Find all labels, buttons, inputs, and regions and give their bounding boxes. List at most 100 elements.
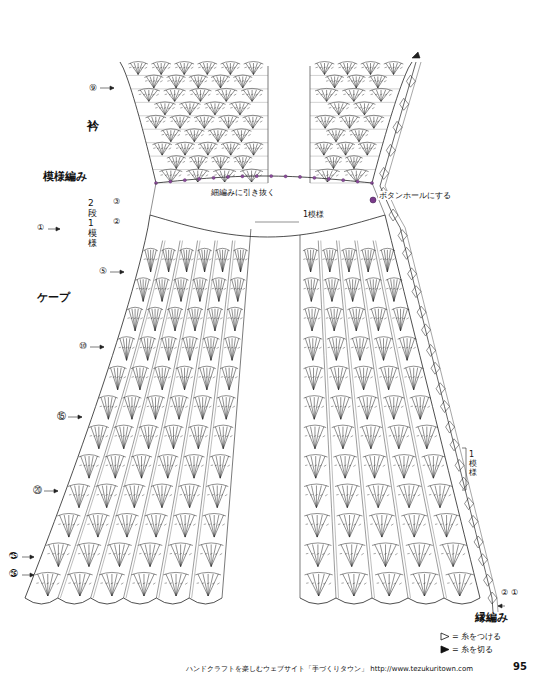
cape-fan (98, 515, 107, 537)
stitch-tick (384, 81, 386, 82)
stitch-tick (178, 134, 180, 135)
collar-fan (156, 117, 164, 128)
cape-fan (216, 279, 219, 301)
stitch-tick (326, 80, 328, 82)
cape-fan (208, 486, 217, 508)
cape-fan (312, 486, 317, 508)
stitch-tick (316, 94, 318, 96)
collar-fan (367, 144, 371, 155)
stitch-tick (67, 553, 69, 554)
stitch-tick (319, 147, 321, 149)
stitch-tick (199, 147, 201, 149)
stitch-tick (161, 288, 163, 289)
stitch-tick (161, 377, 163, 378)
cape-fan (307, 486, 317, 508)
cape-fan (130, 486, 134, 508)
stitch-tick (260, 94, 262, 95)
collar-fan (254, 144, 262, 155)
stitch-tick (353, 94, 355, 95)
scallop-edge (58, 598, 91, 604)
cape-fan (169, 250, 172, 272)
cape-fan (139, 574, 144, 596)
cape-fan (314, 397, 315, 419)
cape-fan (162, 368, 169, 390)
cape-fan (362, 427, 371, 449)
chain-arc (230, 278, 245, 281)
stitch-tick (114, 494, 116, 495)
collar-fan (356, 76, 360, 87)
cape-fan (190, 486, 199, 508)
collar-fan (253, 63, 261, 74)
stitch-tick (162, 406, 164, 407)
stitch-tick (147, 436, 149, 437)
cape-fan (404, 515, 414, 537)
stitch-tick (321, 94, 323, 96)
stitch-tick (361, 553, 363, 555)
collar-fan (177, 144, 185, 155)
stitch-tick (355, 107, 357, 109)
stitch-tick (207, 317, 209, 319)
stitch-tick (240, 318, 242, 319)
cape-fan (80, 574, 85, 596)
stitch-tick (52, 553, 54, 555)
stitch-tick (237, 67, 239, 68)
slip-stitch-dot (212, 176, 215, 179)
stitch-tick (375, 523, 377, 525)
cape-fan (97, 515, 98, 537)
stitch-tick (233, 175, 235, 176)
stitch-tick (128, 553, 130, 554)
cape-fan (404, 456, 409, 478)
collar-fan (349, 76, 356, 87)
stitch-tick (389, 94, 391, 95)
collar-fan (246, 63, 254, 74)
cape-fan (226, 397, 230, 419)
stitch-tick (142, 494, 144, 495)
stitch-tick (168, 67, 170, 68)
chain-arc (198, 62, 218, 65)
chain-arc (128, 62, 148, 65)
stitch-tick (119, 347, 121, 349)
stitch-tick (58, 523, 60, 525)
collar-fan (198, 171, 203, 182)
collar-fan (317, 63, 325, 74)
collar-fan (364, 103, 373, 114)
stitch-tick (219, 465, 221, 466)
stitch-tick (234, 94, 236, 95)
collar-fan (243, 157, 247, 168)
cape-fan (102, 574, 112, 596)
stitch-tick (339, 161, 341, 162)
collar-fan (317, 90, 326, 101)
stitch-tick (370, 523, 372, 524)
stitch-tick (193, 80, 195, 82)
stitch-tick (221, 259, 223, 260)
stitch-tick (328, 553, 330, 555)
cape-fan (128, 397, 132, 419)
stitch-tick (252, 67, 254, 68)
stitch-tick (167, 259, 169, 260)
collar-fan (367, 63, 371, 74)
stitch-tick (165, 174, 167, 176)
cape-fan (342, 486, 347, 508)
cape-fan (159, 279, 162, 301)
stitch-tick (187, 174, 189, 176)
stitch-tick (148, 94, 150, 95)
stitch-tick (346, 494, 348, 495)
stitch-tick (330, 148, 332, 149)
stitch-tick (77, 524, 79, 525)
collar-fan (192, 90, 201, 101)
cape-fan (366, 427, 370, 449)
chain-arc (366, 484, 391, 487)
chain-arc (203, 337, 220, 340)
stitch-tick (248, 134, 250, 135)
collar-fan (229, 117, 233, 128)
cape-fan (217, 250, 223, 272)
cape-fan (219, 279, 225, 301)
collar-fan (134, 63, 138, 74)
chain-arc (35, 572, 61, 575)
stitch-tick (199, 94, 201, 95)
stitch-tick (197, 81, 199, 82)
cape-fan (145, 427, 149, 449)
collar-fan (236, 103, 240, 114)
cape-fan (409, 486, 419, 508)
cape-fan (235, 250, 241, 272)
